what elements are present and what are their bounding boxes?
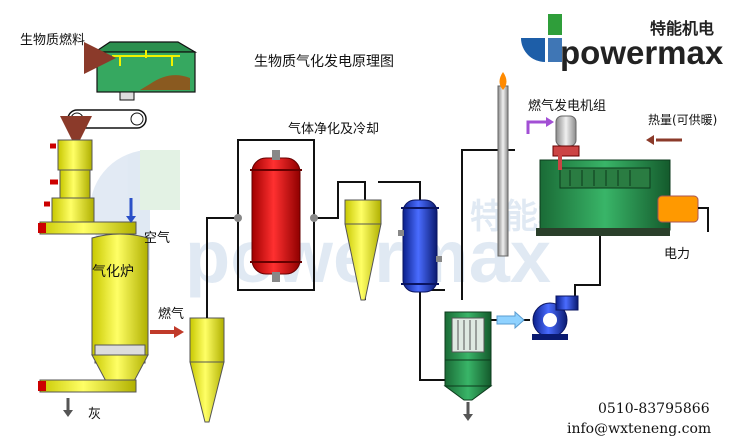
label-heat: 热量(可供暖) [648,113,717,127]
cyclone-1 [189,317,225,423]
gas-genset [526,115,699,236]
contact-email: info@wxteneng.com [567,421,711,437]
bag-filter [443,311,493,401]
power-line [698,207,709,232]
brand-name-en: powermax [560,34,724,71]
label-gas-cleaning: 气体净化及冷却 [288,121,379,137]
label-air: 空气 [144,230,170,246]
blower [532,295,579,340]
fuel-hopper [93,41,198,101]
exhaust-stack [497,72,509,257]
cyclone-2 [344,199,382,301]
gas-cooler-blue [398,199,442,293]
label-electricity: 电力 [664,247,690,262]
label-gas-genset: 燃气发电机组 [528,98,606,114]
gas-cleaner-red [250,150,302,282]
label-biomass-fuel: 生物质燃料 [20,32,85,48]
label-ash: 灰 [88,407,101,422]
gasifier [38,139,149,393]
filter-outlet-arrow [496,310,525,330]
diagram-title: 生物质气化发电原理图 [254,54,394,70]
label-gasifier: 气化炉 [92,264,134,280]
contact-phone: 0510-83795866 [598,401,710,417]
brand-logo: 特能机电 powermax [521,14,724,71]
conveyor [67,109,147,129]
brand-name-cn: 特能机电 [650,19,714,38]
label-fuel-gas: 燃气 [158,306,184,322]
